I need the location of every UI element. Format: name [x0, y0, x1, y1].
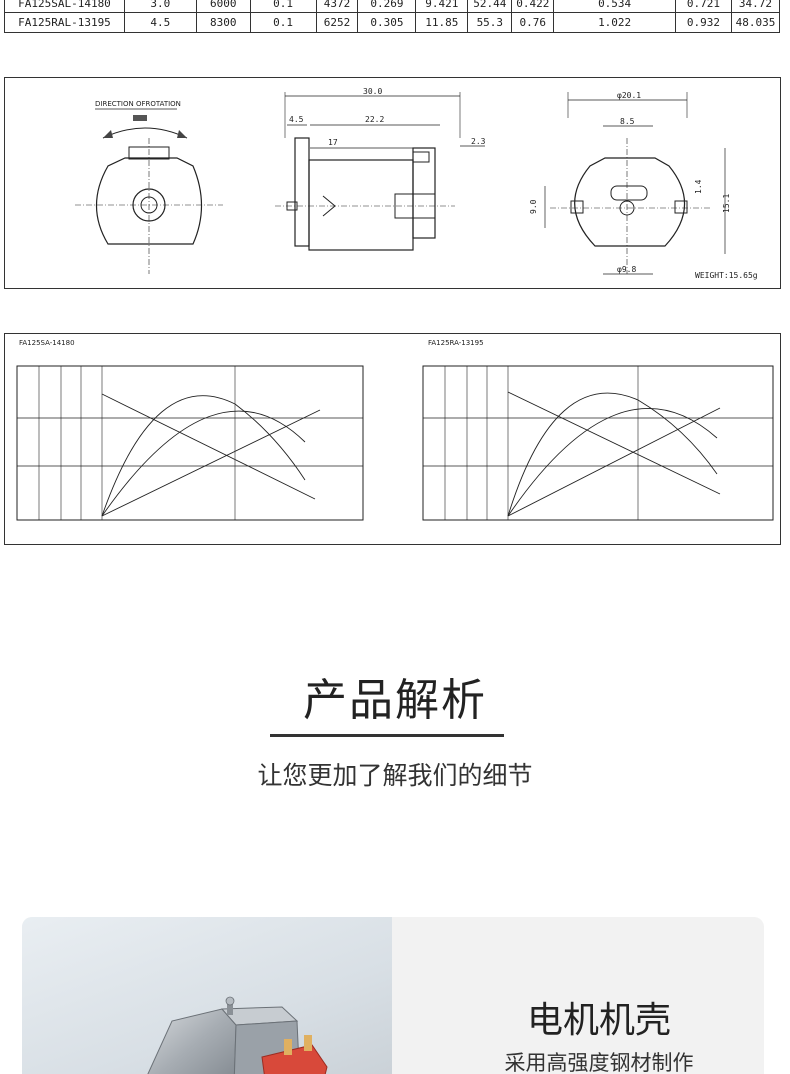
rotation-label: DIRECTION OFROTATION [95, 100, 181, 108]
table-cell: 0.76 [511, 12, 555, 33]
table-cell: 0.932 [674, 12, 732, 33]
dim-d1: 4.5 [289, 115, 304, 124]
right-current-curve [507, 407, 721, 517]
rotation-mark [133, 115, 147, 121]
side-endcap [412, 147, 436, 239]
table-cell: 11.85 [415, 12, 469, 33]
dim-shaft: 1.4 [694, 179, 703, 194]
table-row: FA125SAL-14180 3.0 6000 0.1 4372 0.269 9… [4, 0, 781, 13]
technical-drawing: DIRECTION OFROTATION 30.0 4.5 22.2 17 2.… [4, 77, 781, 289]
left-curve-frame [16, 365, 364, 521]
dim-side: 9.0 [529, 199, 538, 214]
section-title: 产品解析 [303, 675, 487, 726]
left-current-curve [101, 409, 321, 517]
right-efficiency-curve [507, 392, 718, 517]
table-cell: 0.305 [357, 12, 417, 33]
right-speed-curve [507, 391, 721, 495]
right-output-curve [507, 407, 718, 517]
motor-image [147, 996, 328, 1074]
dim-height: 15.1 [722, 194, 731, 213]
left-curve-title: FA125SA-14180 [19, 339, 75, 347]
table-cell: 52.44 [467, 0, 513, 13]
table-cell: 0.422 [511, 0, 555, 13]
right-curve-frame [422, 365, 774, 521]
table-cell: 0.1 [249, 0, 317, 13]
rotation-arrow [102, 127, 188, 139]
dim-d2: 22.2 [365, 115, 384, 124]
left-output-curve [101, 410, 306, 517]
table-cell: 0.721 [674, 0, 732, 13]
table-cell: 6252 [315, 12, 359, 33]
model-cell: FA125SAL-14180 [4, 0, 125, 13]
curves-svg: FA125SA-14180 FA125RA-13195 [16, 339, 774, 521]
motor-housing [147, 1008, 237, 1074]
dim-boss: φ9.8 [617, 265, 636, 274]
left-efficiency-curve [101, 395, 306, 517]
dim-d4: 2.3 [471, 137, 486, 146]
table-cell: 9.421 [415, 0, 469, 13]
dim-inner: 8.5 [620, 117, 635, 126]
side-flange [294, 137, 310, 247]
curves-panel: FA125SA-14180 FA125RA-13195 [4, 333, 781, 545]
motor-photo [22, 917, 392, 1074]
table-cell: 8300 [195, 12, 251, 33]
motor-shaft [227, 1001, 233, 1015]
table-cell: 55.3 [467, 12, 513, 33]
feature-title: 电机机壳 [526, 1000, 671, 1041]
dim-d3: 17 [328, 138, 338, 147]
end-view-outline [574, 157, 686, 247]
side-body [308, 159, 414, 251]
right-curve-title: FA125RA-13195 [428, 339, 484, 347]
table-cell: 34.72 [730, 0, 781, 13]
motor-end-cap [261, 1044, 328, 1074]
table-cell: 48.035 [730, 12, 781, 33]
dim-length: 30.0 [363, 87, 382, 96]
spec-table: FA125SAL-14180 3.0 6000 0.1 4372 0.269 9… [4, 0, 781, 33]
drawing-svg: DIRECTION OFROTATION 30.0 4.5 22.2 17 2.… [75, 87, 758, 280]
left-speed-curve [101, 393, 316, 500]
table-cell: 0.534 [553, 0, 676, 13]
table-cell: 3.0 [123, 0, 197, 13]
feature-description: 采用高强度钢材制作 [504, 1051, 694, 1074]
model-cell: FA125RAL-13195 [4, 12, 125, 33]
table-cell: 6000 [195, 0, 251, 13]
table-cell: 0.1 [249, 12, 317, 33]
table-cell: 0.269 [357, 0, 417, 13]
weight-label: WEIGHT:15.65g [695, 271, 758, 280]
feature-card: 电机机壳 采用高强度钢材制作 [22, 917, 764, 1074]
table-cell: 4.5 [123, 12, 197, 33]
section-subtitle: 让您更加了解我们的细节 [257, 761, 533, 790]
table-cell: 4372 [315, 0, 359, 13]
table-row: FA125RAL-13195 4.5 8300 0.1 6252 0.305 1… [4, 12, 781, 33]
table-cell: 1.022 [553, 12, 676, 33]
dim-width: φ20.1 [617, 91, 641, 100]
title-divider [270, 734, 504, 737]
front-view-outline [95, 157, 203, 245]
